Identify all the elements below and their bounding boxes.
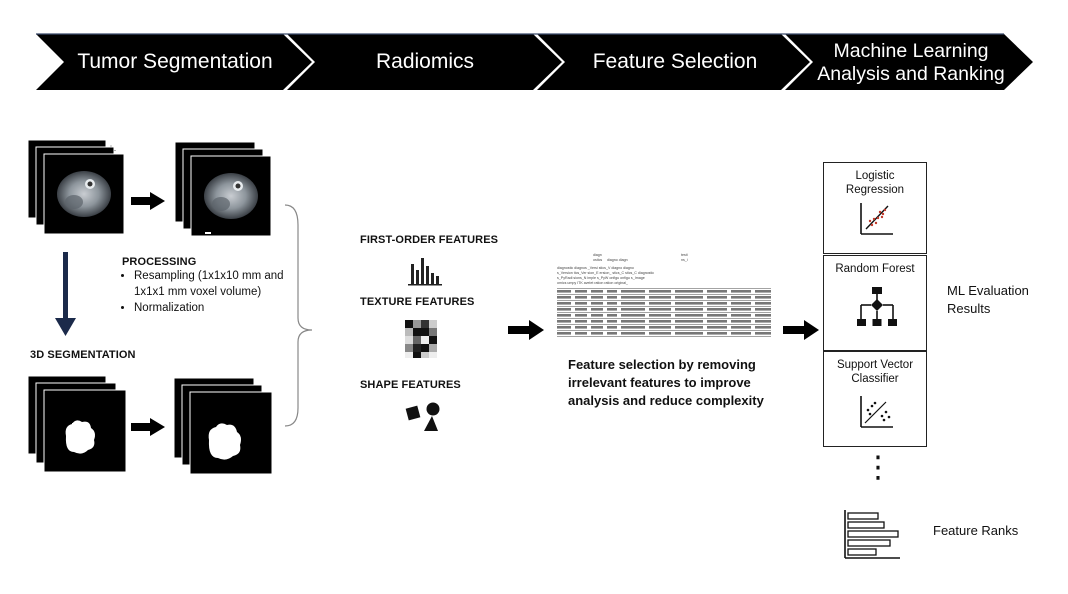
processing-list: Resampling (1x1x10 mm and 1x1x1 mm voxel… (120, 268, 300, 316)
processing-item-normalization: Normalization (134, 300, 300, 316)
mri-stack-original: ⋱ (27, 139, 125, 235)
feature-table-thumbnail: diagn testi ostics diagno diagn ns_i diagno… (557, 253, 771, 337)
feature-shape-label: SHAPE FEATURES (360, 379, 461, 391)
decision-tree-icon (857, 287, 897, 326)
arrow-mask-processing (131, 418, 165, 436)
scatter-plot-icon (860, 396, 893, 428)
svg-text:diagn: diagn (593, 253, 602, 257)
feature-first-order-label: FIRST-ORDER FEATURES (360, 234, 499, 246)
radiomics-icons (405, 258, 442, 431)
svg-text:testi: testi (681, 253, 688, 257)
svg-text:diagno diagn: diagno diagn (607, 258, 628, 262)
ml-evaluation-label: ML Evaluation Results (947, 283, 1029, 316)
segmentation-graphics: ⋱ (27, 139, 313, 475)
feature-selection-description: Feature selection by removing irrelevant… (568, 357, 764, 408)
step-label-tumor-segmentation: Tumor Segmentation (77, 50, 273, 73)
svg-text:s_PyRadi sions_N imple s_PyW o: s_PyRadi sions_N imple s_PyW onfigu onfi… (557, 276, 645, 280)
ml-step-line2: Analysis and Ranking (817, 63, 1005, 85)
histogram-icon (408, 258, 442, 286)
arrow-to-feature-selection (508, 320, 544, 340)
processing-title: PROCESSING (122, 256, 197, 268)
pipeline-banner (36, 33, 1033, 90)
feature-ranks-icon (844, 510, 900, 559)
model-title-random-forest: Random Forest (835, 263, 915, 275)
segmentation-title: 3D SEGMENTATION (30, 349, 136, 361)
svg-text:omics umpy ITK avelet ration r: omics umpy ITK avelet ration ration orig… (557, 281, 629, 285)
more-models-ellipsis: ⋮ (863, 450, 893, 485)
step-label-ml-analysis: Machine Learning Analysis and Ranking (805, 38, 1017, 88)
step-chevron-1 (36, 34, 312, 90)
arrow-down-segmentation (55, 252, 76, 336)
mask-stack-original (27, 375, 127, 473)
regression-plot-icon (860, 203, 893, 235)
mask-stack-processed (173, 377, 273, 475)
step-label-radiomics: Radiomics (375, 50, 475, 73)
model-title-svc: Support Vector Classifier (836, 359, 914, 385)
arrow-processing (131, 192, 165, 210)
model-box-logistic-regression: Logistic Regression (823, 162, 927, 254)
svg-text:ns_i: ns_i (681, 258, 688, 262)
step-chevron-4 (785, 34, 1033, 90)
mri-stack-processed (174, 141, 272, 237)
svg-text:diagnostic diagnos _Versi stic: diagnostic diagnos _Versi stics_V diagno… (557, 266, 634, 270)
shapes-icon (405, 402, 440, 431)
grouping-bracket (284, 204, 313, 427)
svg-text:s_Version tics_Ver sion_E ersi: s_Version tics_Ver sion_E ersion_ stics_… (557, 271, 654, 275)
model-box-random-forest: Random Forest (823, 255, 927, 351)
step-label-feature-selection: Feature Selection (592, 50, 758, 73)
step-chevron-2 (287, 34, 562, 90)
texture-grid-icon (405, 320, 437, 358)
processing-item-resampling: Resampling (1x1x10 mm and 1x1x1 mm voxel… (134, 268, 300, 300)
svg-text:ostics: ostics (593, 258, 602, 262)
svg-text:⋱: ⋱ (110, 146, 116, 152)
feature-ranks-label: Feature Ranks (933, 523, 1019, 538)
model-title-logistic-regression: Logistic Regression (845, 170, 905, 196)
arrow-to-ml (783, 320, 819, 340)
ml-step-line1: Machine Learning (833, 40, 989, 62)
step-chevron-3 (537, 34, 810, 90)
model-box-support-vector-classifier: Support Vector Classifier (823, 351, 927, 447)
feature-texture-label: TEXTURE FEATURES (360, 296, 475, 308)
